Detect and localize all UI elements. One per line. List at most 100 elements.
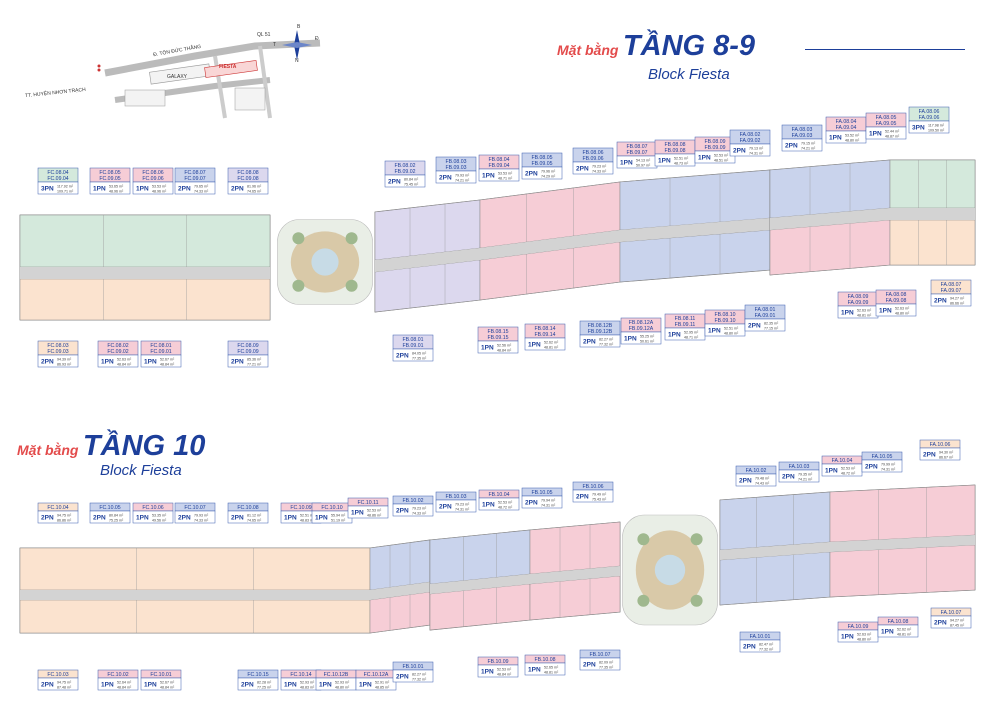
unit-type: 2PN — [934, 298, 947, 305]
unit-type: 2PN — [748, 323, 761, 330]
unit-code: FB.09.06 — [582, 156, 603, 162]
unit-area: 82.28 m² — [257, 681, 272, 685]
unit-type: 1PN — [284, 682, 297, 689]
unit-code: FC.10.08 — [237, 505, 258, 511]
unit-code: FC.10.02 — [107, 672, 128, 678]
unit-info-box — [729, 143, 771, 157]
unit-info-box — [392, 348, 434, 362]
unit-info-box — [37, 181, 79, 195]
unit-code: FC.08.01 — [150, 343, 171, 349]
unit-type: 2PN — [576, 166, 589, 173]
unit-area: 74.31 m² — [749, 152, 764, 156]
unit-code: FC.09.05 — [99, 176, 120, 182]
floor89-header-title: TẦNG 8-9 — [622, 30, 756, 62]
unit-type: 1PN — [624, 336, 637, 343]
corridor — [620, 218, 770, 242]
unit-type: 3PN — [41, 186, 54, 193]
unit-area: 52.51 m² — [674, 157, 689, 161]
unit-area: 48.72 m² — [841, 472, 856, 476]
unit-area: 48.81 m² — [544, 671, 559, 675]
unit-info-box — [877, 624, 919, 638]
corridor — [890, 208, 975, 220]
unit-type: 1PN — [841, 634, 854, 641]
unit-code: FC.08.05 — [99, 170, 120, 176]
unit-code: FB.10.07 — [589, 652, 610, 658]
unit-code: FC.08.04 — [47, 170, 68, 176]
unit-area: 74.65 m² — [247, 190, 262, 194]
unit-type: 1PN — [144, 359, 157, 366]
unit-type: 2PN — [439, 175, 452, 182]
floor10-courtyard — [622, 514, 718, 626]
floor89-header-rule — [805, 49, 965, 50]
unit-area: 53.65 m² — [109, 185, 124, 189]
compass-label-n: N — [295, 58, 299, 64]
corridor — [720, 542, 830, 560]
unit-code: FB.08.03 — [445, 159, 466, 165]
unit-code: FB.09.12A — [629, 326, 654, 332]
unit-info-box — [572, 489, 614, 503]
unit-code: FB.08.11 — [675, 316, 696, 322]
floor89-header: Mặt bằng TẦNG 8-9 — [557, 30, 755, 63]
unit-code: FA.10.09 — [848, 624, 869, 630]
unit-area: 87.45 m² — [950, 624, 965, 628]
unit-area: 74.33 m² — [194, 190, 209, 194]
compass-label-t: T — [273, 42, 277, 48]
unit-code: FB.10.01 — [402, 664, 423, 670]
unit-info-box — [579, 657, 621, 671]
unit-type: 2PN — [388, 179, 401, 186]
unit-code: FA.09.08 — [886, 298, 907, 304]
unit-code: FC.08.09 — [237, 343, 258, 349]
unit-code: FC.10.15 — [247, 672, 268, 678]
unit-area: 52.53 m² — [497, 668, 512, 672]
unit-type: 2PN — [41, 515, 54, 522]
floor89-courtyard-pool — [311, 248, 339, 276]
unit-code: FB.09.14 — [534, 332, 555, 338]
floor89-header-subtitle: Block Fiesta — [648, 66, 730, 83]
tree-icon — [292, 279, 305, 292]
unit-area: 48.81 m² — [857, 314, 872, 318]
unit-area: 48.85 m² — [375, 686, 390, 690]
unit-area: 52.91 m² — [375, 681, 390, 685]
unit-code: FB.09.01 — [402, 343, 423, 349]
unit-code: FC.10.07 — [184, 505, 205, 511]
tree-icon — [690, 533, 703, 546]
unit-area: 52.65 m² — [544, 666, 559, 670]
unit-type: 1PN — [879, 308, 892, 315]
unit-type: 2PN — [93, 515, 106, 522]
unit-type: 2PN — [178, 186, 191, 193]
unit-area: 52.56 m² — [497, 344, 512, 348]
unit-area: 77.21 m² — [247, 363, 262, 367]
corridor — [770, 208, 890, 230]
unit-type: 2PN — [525, 500, 538, 507]
location-map: QL 51 Đ. TÔN ĐỨC THẮNG TT. HUYỆN NHƠN TR… — [25, 24, 325, 126]
building-label-fiesta: FIESTA — [219, 64, 237, 70]
unit-code: FB.09.05 — [531, 161, 552, 167]
floor10-block-c — [19, 539, 431, 634]
unit-code: FC.10.09 — [290, 505, 311, 511]
unit-type: 1PN — [315, 515, 328, 522]
unit-type: 2PN — [785, 143, 798, 150]
unit-info-box — [579, 334, 621, 348]
unit-type: 1PN — [829, 135, 842, 142]
unit-code: FA.10.02 — [746, 468, 767, 474]
corridor — [375, 248, 480, 272]
unit-info-box — [744, 318, 786, 332]
unit-code: FB.09.04 — [488, 163, 509, 169]
unit-info-box — [778, 469, 820, 483]
